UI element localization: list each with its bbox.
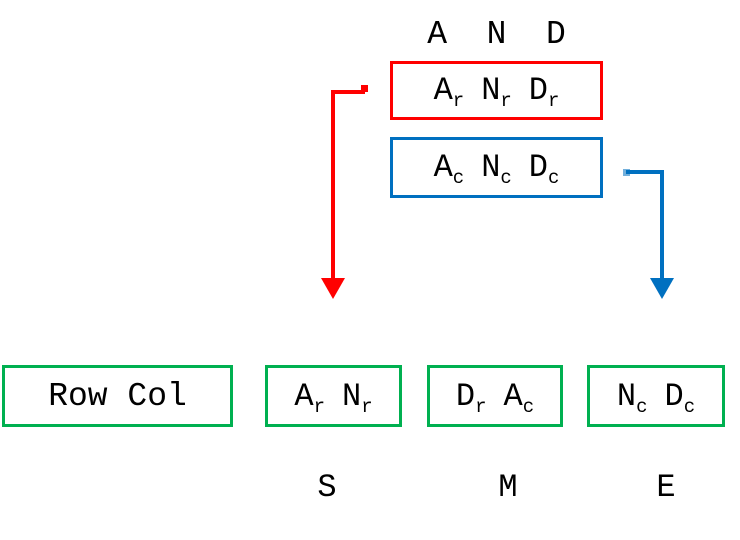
red-arrow-line	[331, 90, 365, 280]
term-Nr: Nr	[342, 377, 373, 418]
term-subscript: r	[500, 90, 512, 112]
term-base: A	[433, 72, 453, 109]
term-Dc: Dc	[664, 377, 696, 418]
red-arrowhead-icon	[321, 278, 345, 299]
term-subscript: c	[500, 167, 512, 189]
term-base: D	[528, 149, 548, 186]
col-terms-box: Ac Nc Dc	[390, 137, 603, 198]
middle-terms-box: Dr Ac	[427, 365, 563, 427]
header-label: A N D	[427, 16, 566, 53]
blue-down-arrow	[623, 169, 674, 299]
term-base: N	[342, 377, 362, 415]
term-Ac: Ac	[433, 149, 465, 189]
blue-arrowhead-icon	[650, 278, 674, 299]
term-subscript: c	[636, 395, 648, 418]
start-terms-box: Ar Nr	[265, 365, 402, 427]
term-Nc: Nc	[481, 149, 512, 189]
term-Ac: Ac	[503, 377, 535, 418]
legend-label: Row Col	[48, 377, 187, 415]
term-Ar: Ar	[433, 72, 465, 112]
term-subscript: r	[313, 395, 325, 418]
term-base: D	[455, 377, 476, 415]
term-Ar: Ar	[294, 377, 325, 418]
term-base: N	[481, 149, 501, 186]
term-subscript: r	[452, 90, 465, 112]
term-subscript: r	[361, 395, 373, 418]
term-subscript: c	[683, 395, 696, 418]
term-subscript: c	[522, 395, 535, 418]
term-Dr: Dr	[455, 377, 487, 418]
term-base: A	[294, 377, 314, 415]
caption-m: M	[498, 469, 518, 506]
row-col-legend-box: Row Col	[2, 365, 233, 427]
caption-e: E	[656, 469, 676, 506]
term-base: A	[433, 149, 453, 186]
term-base: D	[664, 377, 684, 415]
end-terms-box: Nc Dc	[587, 365, 725, 427]
row-terms-box: Ar Nr Dr	[390, 61, 603, 120]
term-Nc: Nc	[616, 377, 648, 418]
term-base: A	[503, 377, 523, 415]
term-Dc: Dc	[528, 149, 560, 189]
term-base: N	[481, 72, 501, 109]
blue-arrow-line	[626, 170, 664, 280]
blue-arrow-start-nub	[623, 169, 630, 176]
term-base: N	[616, 377, 637, 415]
red-down-arrow	[321, 85, 368, 299]
term-subscript: r	[548, 90, 560, 112]
term-subscript: c	[452, 167, 465, 189]
term-subscript: r	[475, 395, 487, 418]
term-base: D	[528, 72, 548, 109]
red-arrow-start-nub	[361, 85, 368, 92]
term-Nr: Nr	[481, 72, 512, 112]
term-subscript: c	[548, 167, 560, 189]
caption-s: S	[317, 469, 337, 506]
term-Dr: Dr	[528, 72, 560, 112]
